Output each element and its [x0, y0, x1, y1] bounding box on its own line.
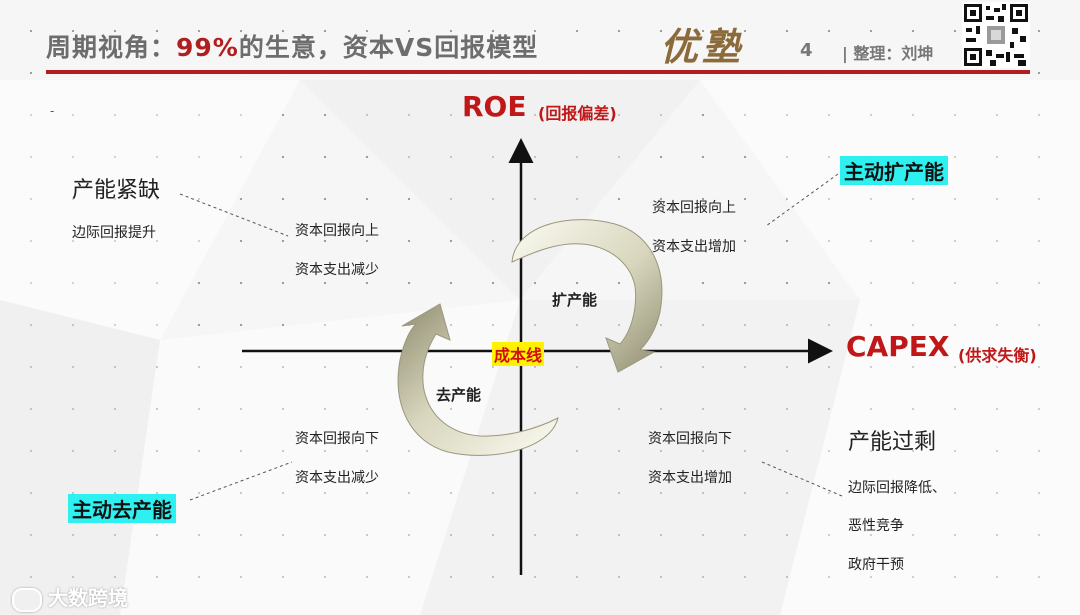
top-right-line2: 资本支出增加 [652, 239, 736, 255]
bottom-right-line1: 资本回报向下 [648, 431, 732, 447]
top-right-line1: 资本回报向上 [652, 200, 736, 216]
bottom-right-line2: 资本支出增加 [648, 470, 732, 486]
bottom-right-note-3: 政府干预 [848, 557, 904, 573]
dash-mark: - [50, 104, 55, 118]
y-axis-label: ROE [462, 90, 527, 123]
y-axis-sublabel: (回报偏差) [538, 104, 617, 123]
bottom-right-title: 产能过剩 [848, 430, 937, 455]
cycle-arrow-reduce [397, 303, 559, 456]
leader-line-bottom-left [189, 461, 293, 501]
leader-line-bottom-right [761, 461, 843, 497]
reduce-capacity-label: 去产能 [436, 386, 482, 404]
cycle-arrow-expand [511, 219, 663, 373]
bottom-left-line2: 资本支出减少 [295, 470, 379, 486]
leader-line-top-right [765, 173, 839, 227]
top-left-line1: 资本回报向上 [295, 223, 379, 239]
header-divider [46, 70, 1030, 74]
top-left-subtitle: 边际回报提升 [72, 225, 156, 241]
qr-code-icon [962, 2, 1030, 68]
watermark-logo-icon [12, 587, 42, 612]
bottom-left-line1: 资本回报向下 [295, 431, 379, 447]
title-suffix: 的生意，资本VS回报模型 [238, 33, 539, 62]
x-axis-label: CAPEX [846, 330, 950, 363]
title-prefix: 周期视角： [46, 33, 177, 62]
page-number: 4 [800, 40, 813, 61]
watermark: 大数跨境 [12, 582, 128, 612]
expand-capacity-label: 扩产能 [552, 291, 598, 309]
bottom-right-note-1: 边际回报降低、 [848, 480, 946, 496]
watermark-text: 大数跨境 [48, 586, 128, 610]
top-left-line2: 资本支出减少 [295, 262, 379, 278]
brand-logo: 优塾 [660, 24, 745, 69]
bottom-left-title: 主动去产能 [68, 494, 176, 523]
page-title: 周期视角：99%的生意，资本VS回报模型 [46, 28, 538, 64]
author-credit: | 整理：刘坤 [842, 44, 934, 63]
title-highlight: 99% [176, 33, 239, 62]
x-axis-sublabel: (供求失衡) [958, 346, 1037, 365]
bottom-right-note-2: 恶性竞争 [848, 518, 904, 534]
leader-line-top-left [179, 193, 289, 237]
top-left-title: 产能紧缺 [72, 178, 161, 203]
cost-line-label: 成本线 [492, 342, 545, 366]
top-right-title: 主动扩产能 [840, 156, 948, 185]
